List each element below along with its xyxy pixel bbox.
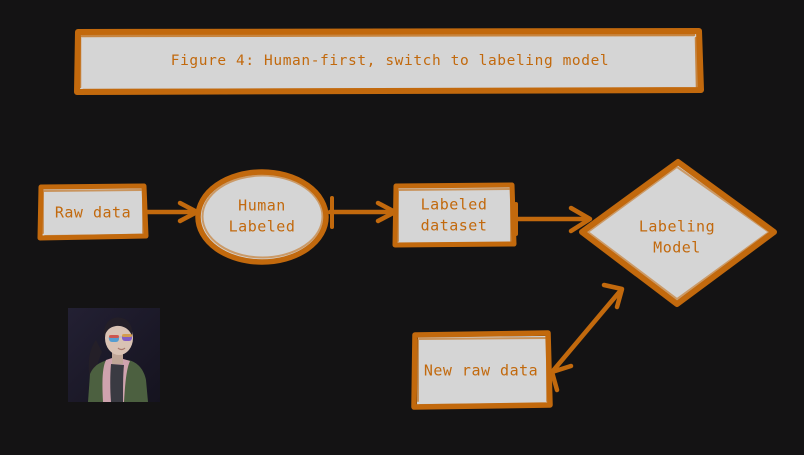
node-label-labeled-dataset-line2: dataset <box>421 217 488 235</box>
node-new-raw-data[interactable]: New raw data <box>411 330 553 410</box>
edge-human-to-labeled <box>327 196 398 229</box>
node-label-human-labeled-line2: Labeled <box>229 218 296 236</box>
node-label-raw-data: Raw data <box>55 204 131 222</box>
node-labeling-model[interactable]: Labeling Model <box>579 159 777 307</box>
edge-labeled-to-model <box>513 202 593 236</box>
node-label-new-raw-data: New raw data <box>424 362 538 380</box>
title-banner: Figure 4: Human-first, switch to labelin… <box>74 28 704 95</box>
node-label-labeled-dataset-line1: Labeled <box>421 196 488 214</box>
edge-newraw-to-model <box>549 282 625 393</box>
avatar-mouth <box>117 347 126 351</box>
node-raw-data[interactable]: Raw data <box>37 183 149 241</box>
presenter-avatar <box>68 308 160 402</box>
avatar-shirt <box>110 364 124 402</box>
avatar-glasses-tint-right <box>122 334 132 337</box>
node-label-labeling-model-line2: Model <box>653 239 701 257</box>
avatar-glasses-tint-left <box>109 335 119 338</box>
avatar-artwork <box>68 308 160 402</box>
avatar-neck <box>112 352 123 364</box>
node-labeled-dataset[interactable]: Labeled dataset <box>392 182 517 248</box>
avatar-hair <box>104 317 133 338</box>
node-human-labeled[interactable]: Human Labeled <box>195 169 329 265</box>
node-label-labeling-model-line1: Labeling <box>639 218 715 236</box>
edge-raw-to-human <box>144 200 200 224</box>
banner-title: Figure 4: Human-first, switch to labelin… <box>171 53 610 69</box>
node-label-human-labeled-line1: Human <box>238 197 286 215</box>
